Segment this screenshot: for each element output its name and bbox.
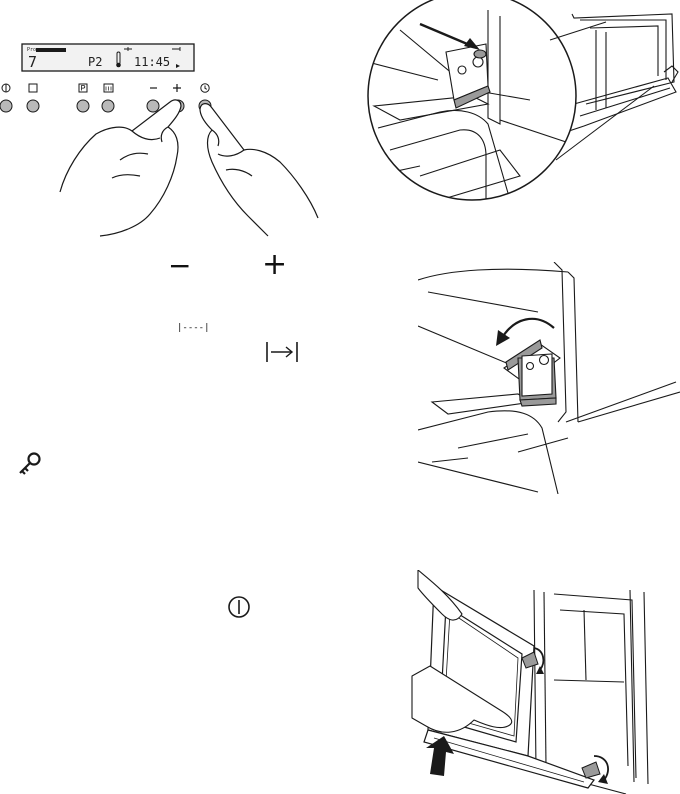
hinge-detail-illustration [360,0,680,228]
on-off-button[interactable] [0,100,12,112]
functions-button[interactable] [27,100,39,112]
clock-icon [201,84,209,92]
p-box-icon [79,84,87,92]
lcd-time: 11:45 [134,55,170,69]
right-hand [200,104,318,236]
minus-symbol: − [168,252,191,280]
key-symbol [14,450,44,478]
hinge-rotation-drawing [418,262,680,494]
rotate-arrow-icon [496,319,554,346]
oven-cavity [534,590,648,794]
door-removal-illustration [404,570,680,794]
power-symbol [226,594,252,620]
hinge-rotation-illustration [418,262,680,494]
lcd-level: 7 [28,53,37,71]
plus-icon [173,84,181,92]
dashes-symbol: |----| [177,324,210,333]
square-icon [29,84,37,92]
key-icon [14,450,44,478]
plus-symbol: + [262,250,287,280]
end-time-symbol [265,340,299,364]
program-button[interactable] [77,100,89,112]
power-icon [226,594,252,620]
end-time-icon [265,340,299,364]
control-panel-drawing: Prog 7 P2 11:45 [0,30,340,240]
control-panel-illustration: Prog 7 P2 11:45 [0,30,340,240]
lcd-program: P2 [88,55,102,69]
memory-button[interactable] [102,100,114,112]
minus-button[interactable] [147,100,159,112]
hinge-detail-drawing [360,0,680,228]
door-removal-drawing [404,570,680,794]
mem-box-icon [104,84,113,92]
left-hand [60,100,181,236]
power-icon [2,84,10,92]
oven-door-frame [560,14,678,134]
